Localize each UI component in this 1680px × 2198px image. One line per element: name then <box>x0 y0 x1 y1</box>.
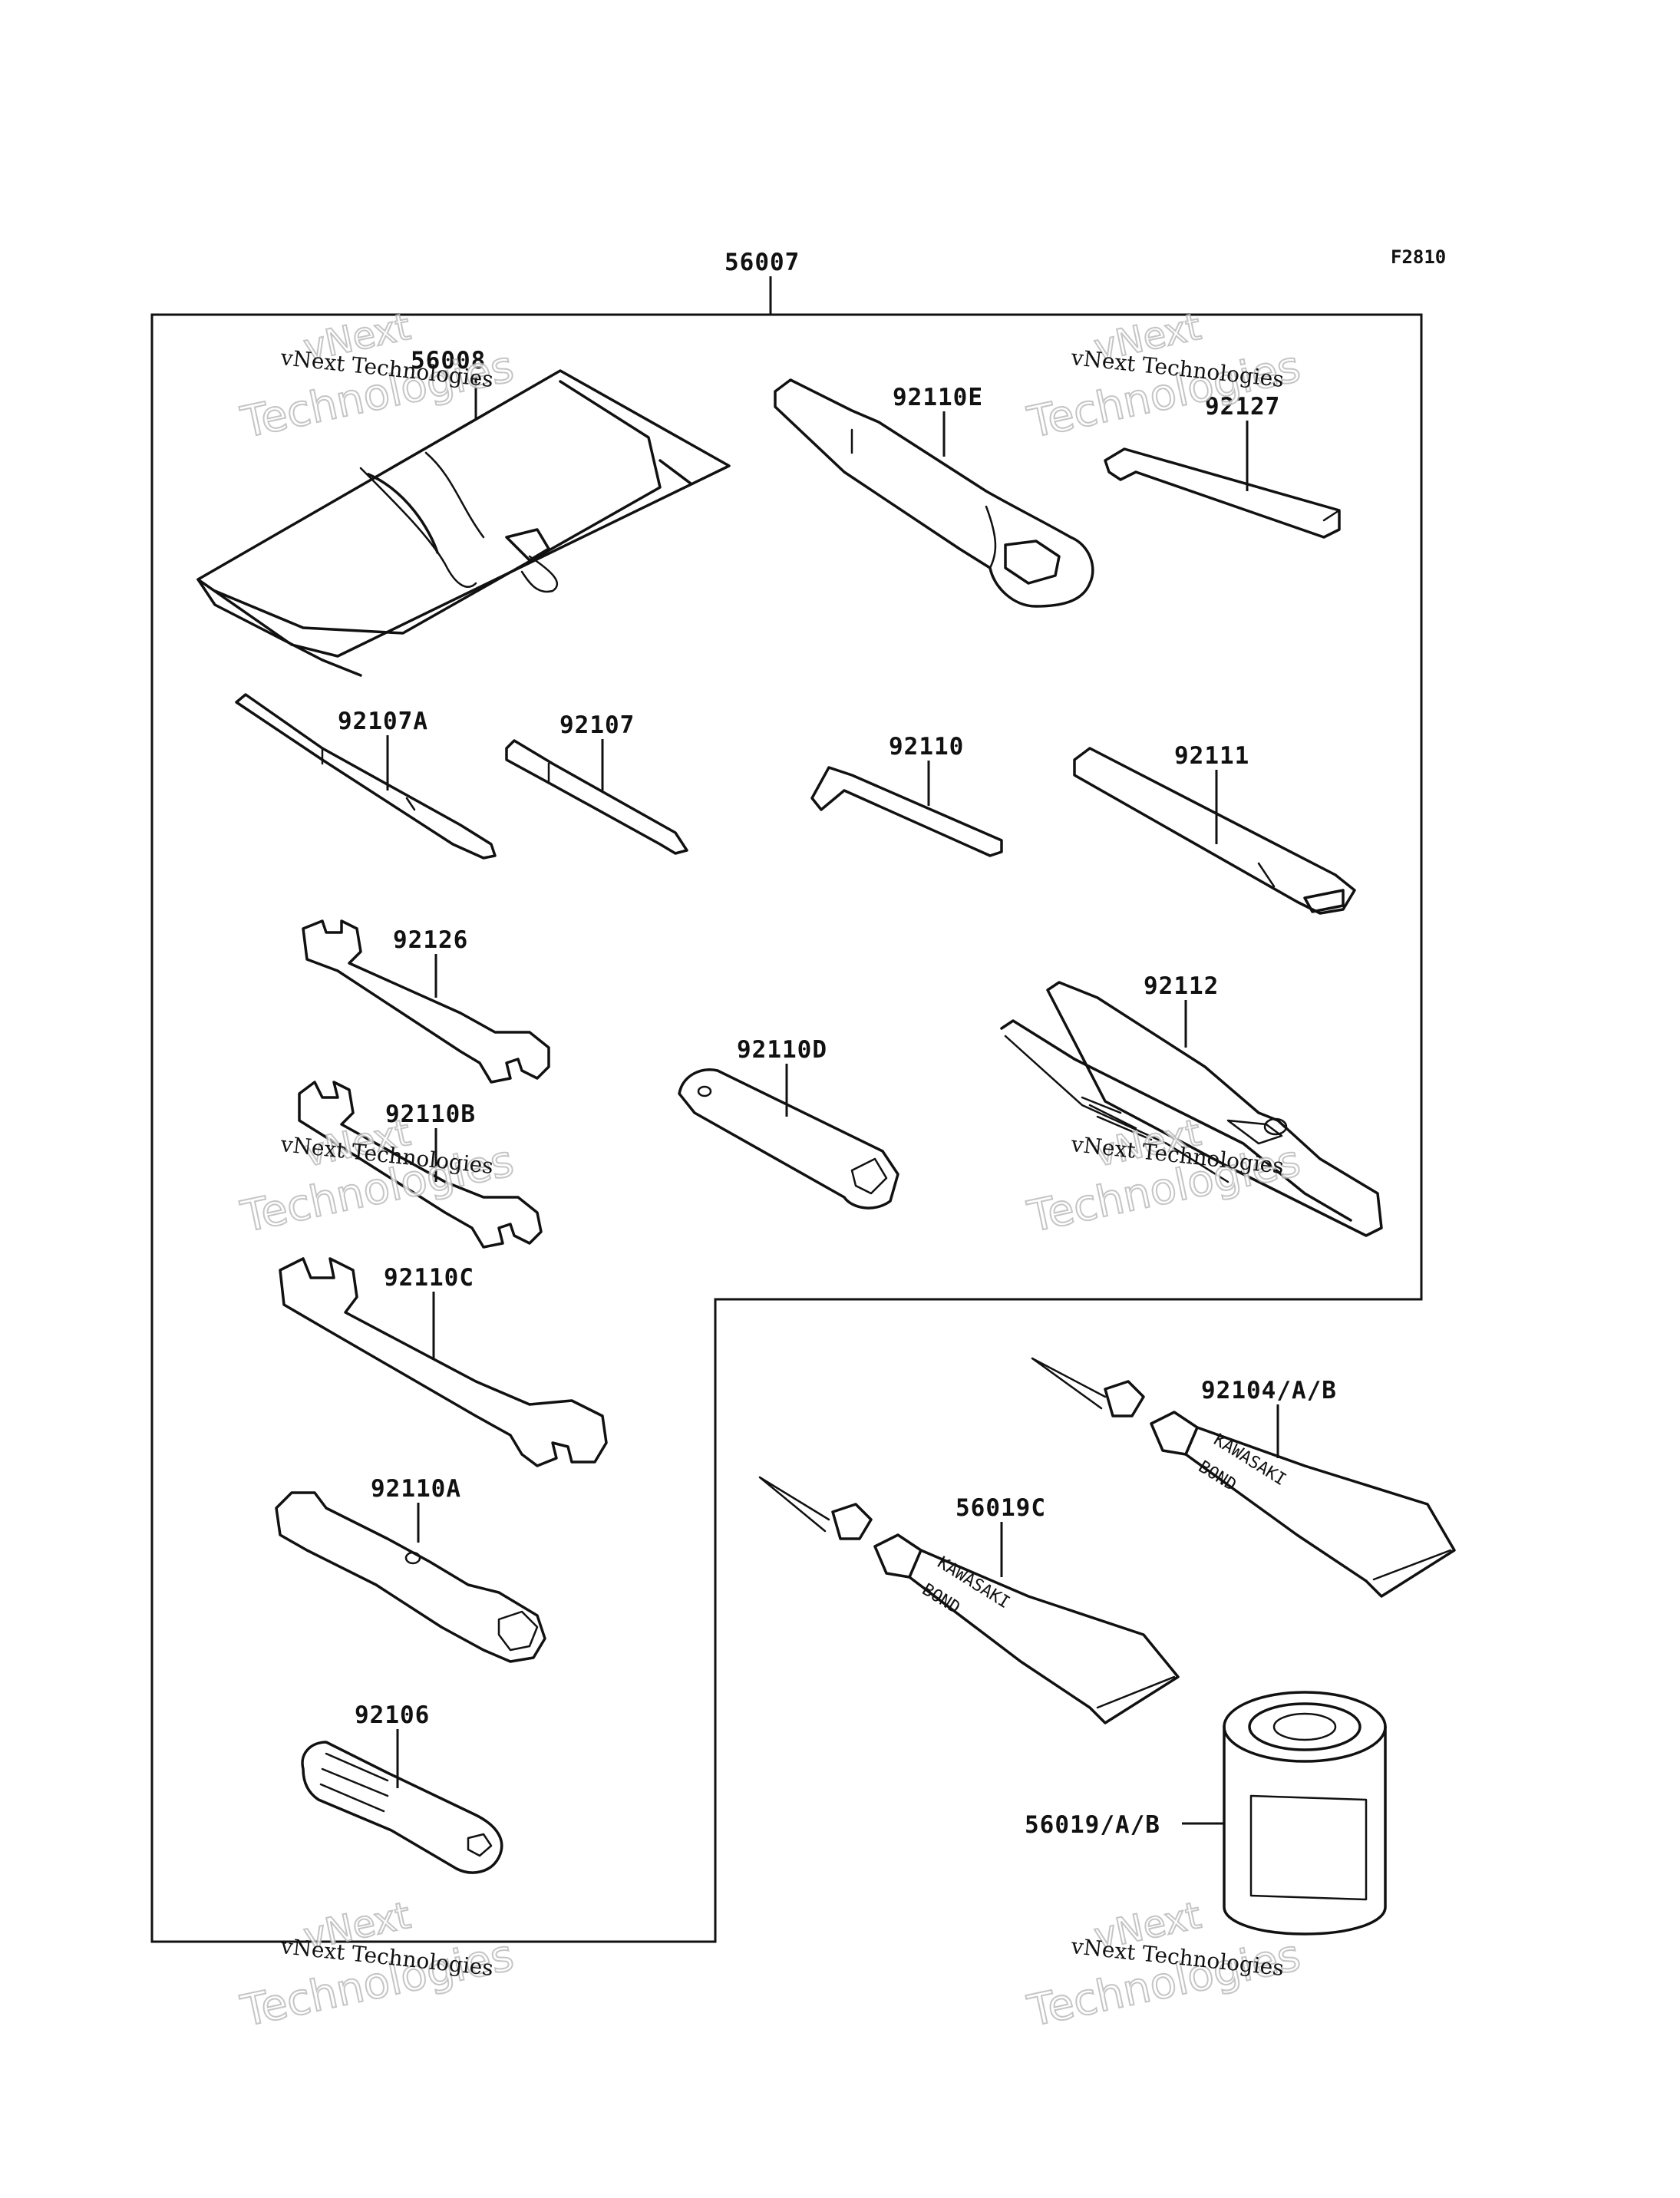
label-92110A: 92110A <box>371 1475 461 1503</box>
hex-key-92127 <box>1104 447 1341 539</box>
label-56008: 56008 <box>411 347 486 375</box>
label-92107A: 92107A <box>338 708 428 735</box>
grip-handle-92106 <box>301 1741 503 1874</box>
watermark-bottom-right: vNext Technologies vNext Technologies <box>1022 1893 1305 2038</box>
tube-product-text-2: BOND <box>919 1580 963 1618</box>
box-wrench-92110D <box>678 1068 899 1210</box>
open-wrench-92110C <box>279 1257 608 1467</box>
watermark-top-left: vNext Technologies vNext Technologies <box>236 305 518 449</box>
ring-wrench-92110E <box>774 378 1094 608</box>
watermark-top-right: vNext Technologies vNext Technologies <box>1022 305 1305 449</box>
open-wrench-92110B <box>298 1081 543 1249</box>
bond-can-56019AB <box>1223 1691 1387 1936</box>
tool-pouch-56008 <box>196 369 731 677</box>
label-92110B: 92110B <box>385 1101 476 1128</box>
plug-socket-92110A <box>275 1491 546 1663</box>
screwdriver-92107 <box>505 739 688 855</box>
label-92104AB: 92104/A/B <box>1201 1377 1337 1404</box>
label-92110D: 92110D <box>737 1036 827 1064</box>
label-92110: 92110 <box>889 733 964 761</box>
open-wrench-92126 <box>302 919 550 1084</box>
label-56007: 56007 <box>724 249 800 276</box>
kit-boundary <box>150 313 1423 1943</box>
label-92126: 92126 <box>393 926 468 954</box>
watermark-mid-left: vNext Technologies vNext Technologies <box>236 1111 518 1243</box>
watermark-mid-right: vNext Technologies vNext Technologies <box>1022 1111 1305 1243</box>
label-92112: 92112 <box>1144 972 1219 1000</box>
label-56019C: 56019C <box>956 1494 1046 1522</box>
label-92107: 92107 <box>559 711 635 739</box>
pliers-92112 <box>1000 981 1383 1237</box>
label-56019AB: 56019/A/B <box>1025 1811 1160 1839</box>
handle-bar-92111 <box>1073 747 1356 915</box>
tube-product-text: BOND <box>1195 1457 1239 1495</box>
watermark-bottom-left: vNext Technologies vNext Technologies <box>236 1893 518 2038</box>
figure-code: F2810 <box>1391 246 1446 268</box>
label-92111: 92111 <box>1174 742 1249 770</box>
screwdriver-bit-92107A <box>235 693 497 860</box>
label-92127: 92127 <box>1205 393 1280 421</box>
label-92110C: 92110C <box>384 1264 474 1292</box>
label-92106: 92106 <box>355 1701 430 1729</box>
label-92110E: 92110E <box>893 384 983 411</box>
hex-key-92110 <box>810 766 1003 857</box>
